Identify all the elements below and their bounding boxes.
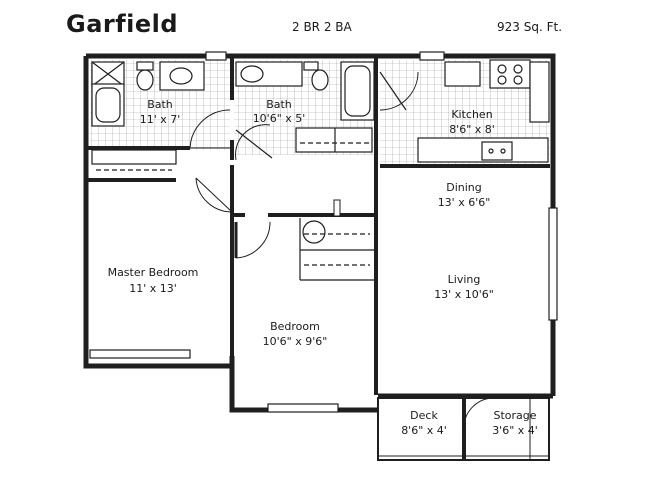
closet-shelves xyxy=(96,142,374,281)
plan-title: Garfield xyxy=(66,10,179,38)
windows xyxy=(89,51,558,413)
bath2-fixtures xyxy=(235,61,375,153)
storage-size: 3'6" x 4' xyxy=(492,424,538,437)
bedroom-name: Bedroom xyxy=(270,320,320,333)
deck-size: 8'6" x 4' xyxy=(401,424,447,437)
kitchen-name: Kitchen xyxy=(451,108,492,121)
room-labels: Bath 11' x 7' Bath 10'6" x 5' Kitchen 8'… xyxy=(108,98,538,437)
kitchen-size: 8'6" x 8' xyxy=(449,123,495,136)
living-size: 13' x 10'6" xyxy=(434,288,494,301)
plan-area: 923 Sq. Ft. xyxy=(497,20,563,34)
storage-name: Storage xyxy=(493,409,536,422)
bedroom-size: 10'6" x 9'6" xyxy=(263,335,328,348)
deck-storage xyxy=(377,397,550,461)
bath2-size: 10'6" x 5' xyxy=(253,112,306,125)
master-bedroom-name: Master Bedroom xyxy=(108,266,199,279)
bath1-name: Bath xyxy=(147,98,173,111)
dining-size: 13' x 6'6" xyxy=(438,196,491,209)
master-bedroom-size: 11' x 13' xyxy=(129,282,177,295)
dining-name: Dining xyxy=(446,181,482,194)
interior-walls xyxy=(88,58,550,395)
doors xyxy=(189,71,419,259)
bath1-fixtures xyxy=(91,61,205,165)
bath2-name: Bath xyxy=(266,98,292,111)
bath1-size: 11' x 7' xyxy=(140,113,181,126)
living-name: Living xyxy=(448,273,481,286)
kitchen-fixtures xyxy=(417,59,550,163)
deck-name: Deck xyxy=(410,409,438,422)
plan-bedrooms-baths: 2 BR 2 BA xyxy=(292,20,352,34)
